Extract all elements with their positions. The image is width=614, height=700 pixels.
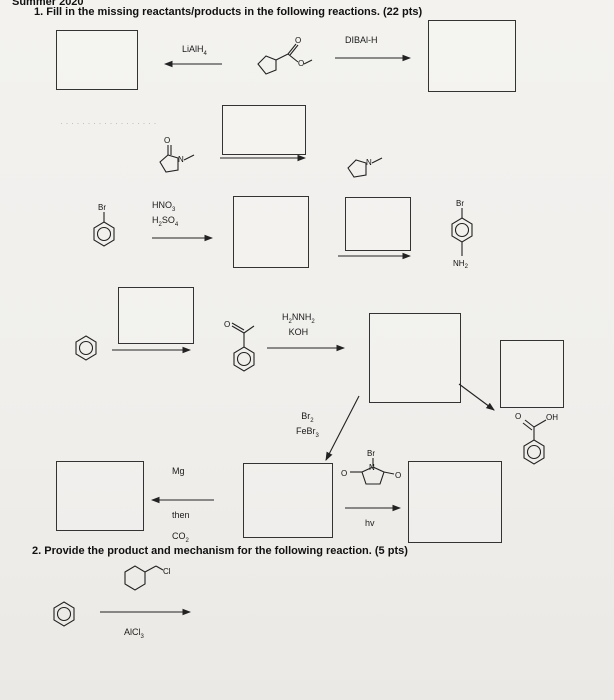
atom-o-carbonyl-r1: O <box>295 36 301 45</box>
atom-o-ester-r1: O <box>298 59 304 68</box>
atom-n-amine: N <box>366 158 372 167</box>
atom-n-amide: N <box>178 155 184 164</box>
structure-p-bromoaniline <box>451 208 473 256</box>
answer-box-r2-reagent[interactable] <box>222 105 306 155</box>
structure-r1-ester <box>257 43 313 75</box>
reagent-bromination: Br2 FeBr3 <box>296 411 319 439</box>
answer-box-r7-product[interactable] <box>408 461 502 543</box>
answer-box-r6-reactant[interactable] <box>243 463 333 538</box>
answer-box-r1-reactant[interactable] <box>56 30 138 90</box>
structure-nbs <box>350 458 395 485</box>
question2-title: 2. Provide the product and mechanism for… <box>32 545 408 557</box>
atom-o-amide: O <box>164 136 170 145</box>
bleed-through-text: · · · · · · · · · · · · · · · · · · <box>60 118 157 128</box>
structure-r2-product-amine <box>347 157 383 178</box>
structure-bromobenzene <box>93 212 115 247</box>
question1-points: (22 pts) <box>383 6 423 18</box>
reagent-nitration: HNO3 H2SO4 <box>152 200 179 228</box>
atom-nh2: NH2 <box>453 259 469 270</box>
atom-o-acid-carbonyl: O <box>515 412 521 421</box>
reagent-mg: Mg <box>172 466 185 476</box>
structure-cyclohexylmethyl-chloride <box>124 565 164 591</box>
atom-cl: Cl <box>163 567 171 576</box>
arrow-r5-to-acid <box>458 383 495 411</box>
atom-n-nbs: N <box>369 463 375 472</box>
reagent-dibal-h: DIBAl-H <box>345 35 378 45</box>
atom-o-nbs-right: O <box>395 471 401 480</box>
answer-box-r5-reactant[interactable] <box>500 340 564 408</box>
answer-box-r4-product[interactable] <box>369 313 461 403</box>
question2-points: (5 pts) <box>374 545 408 557</box>
atom-o-nbs-left: O <box>341 469 347 478</box>
answer-box-r4a-reagent[interactable] <box>118 287 194 344</box>
answer-box-r6-product[interactable] <box>56 461 144 531</box>
reagent-lialh4: LiAlH4 <box>182 44 207 57</box>
atom-o-ketone: O <box>224 320 230 329</box>
structure-benzene-r4 <box>75 335 97 361</box>
atom-br-nbs: Br <box>367 449 375 458</box>
reagent-hv: hv <box>365 518 375 528</box>
structure-acylbenzene <box>231 322 255 372</box>
reagent-co2: CO2 <box>172 531 189 544</box>
arrow-r5-diagonal <box>325 395 360 461</box>
structure-benzoic-acid <box>522 419 547 465</box>
structure-benzene-q2 <box>53 601 75 627</box>
reagent-wolff-kishner: H2NNH2 KOH <box>282 312 315 337</box>
atom-br-r3: Br <box>98 203 106 212</box>
answer-box-r3b-reagent[interactable] <box>345 197 411 251</box>
answer-box-r3-product[interactable] <box>233 196 309 268</box>
atom-br-product: Br <box>456 199 464 208</box>
answer-box-r1-product[interactable] <box>428 20 516 92</box>
reagent-alcl3: AlCl3 <box>124 627 144 640</box>
atom-oh-acid: OH <box>546 413 558 422</box>
structure-r2-amide <box>159 145 195 173</box>
question1-title: 1. Fill in the missing reactants/product… <box>34 6 423 18</box>
reagent-then: then <box>172 510 190 520</box>
header-fragment: Summer 2020 <box>12 0 84 8</box>
